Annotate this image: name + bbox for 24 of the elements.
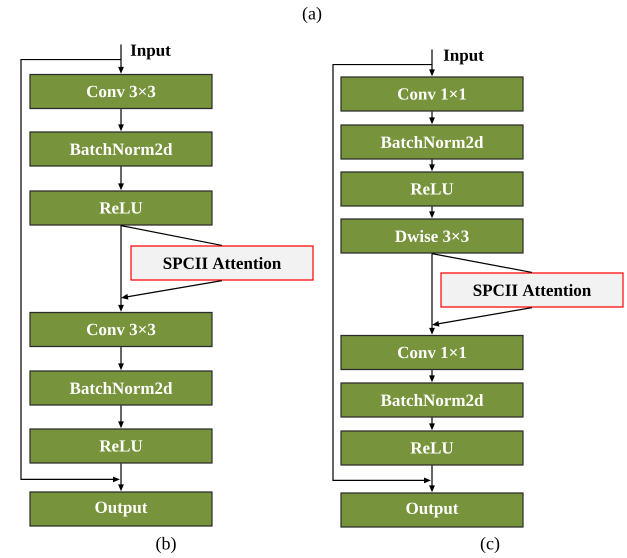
layer-box: BatchNorm2d (340, 382, 524, 418)
layer-box: ReLU (340, 171, 524, 207)
panel-label: (a) (302, 6, 322, 24)
attention-box: SPCII Attention (440, 272, 624, 308)
connector-line (432, 253, 532, 273)
layer-box: BatchNorm2d (340, 124, 524, 160)
layer-box: Dwise 3×3 (340, 218, 524, 254)
layer-box: ReLU (340, 430, 524, 466)
layer-box: Conv 3×3 (29, 74, 213, 110)
input-label: Input (130, 44, 171, 60)
connector-arrow (20, 58, 121, 482)
layer-box: Conv 1×1 (340, 334, 524, 370)
layer-box: Conv 3×3 (29, 312, 213, 348)
layer-box: Conv 1×1 (340, 76, 524, 112)
layer-box: BatchNorm2d (29, 131, 213, 167)
connector-arrow (332, 64, 432, 484)
layer-box: ReLU (29, 190, 213, 226)
input-label: Input (444, 50, 484, 64)
layer-box: Output (29, 491, 213, 527)
attention-box: SPCII Attention (130, 245, 314, 281)
layer-box: BatchNorm2d (29, 370, 213, 406)
connector-line (120, 225, 222, 246)
layer-box: Output (340, 492, 524, 528)
layer-box: ReLU (29, 428, 213, 464)
